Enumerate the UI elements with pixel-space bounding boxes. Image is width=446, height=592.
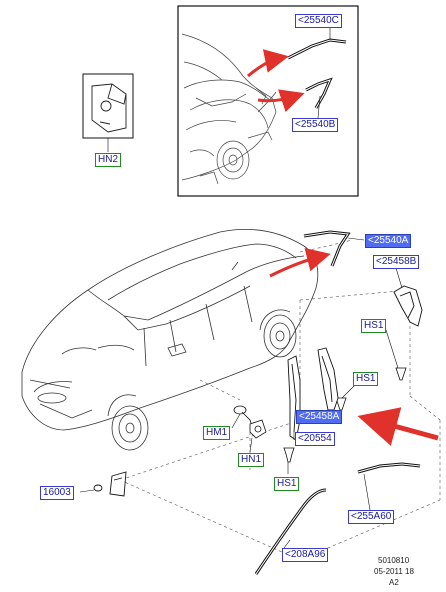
red-arrow-main bbox=[269, 247, 331, 278]
label-255A60[interactable]: <255A60 bbox=[348, 510, 395, 524]
convertible-car-sketch bbox=[181, 33, 277, 185]
label-25540C[interactable]: <25540C bbox=[295, 14, 342, 28]
label-hn2[interactable]: HN2 bbox=[95, 153, 122, 167]
label-16003[interactable]: 16003 bbox=[40, 486, 74, 500]
footer-line-2: 05-2011 18 bbox=[374, 567, 414, 576]
red-arrow-large bbox=[357, 407, 439, 446]
label-25458B[interactable]: <25458B bbox=[373, 255, 420, 269]
hn2-bracket-sketch bbox=[91, 83, 127, 133]
label-25540A[interactable]: <25540A bbox=[365, 234, 412, 248]
red-arrow-top-1 bbox=[247, 49, 289, 78]
label-25458A[interactable]: <25458A bbox=[296, 410, 343, 424]
part-25540A-outline bbox=[303, 230, 351, 267]
red-arrow-top-2 bbox=[257, 89, 305, 113]
label-hs1-middle[interactable]: HS1 bbox=[353, 372, 379, 386]
label-hs1-upper[interactable]: HS1 bbox=[361, 319, 387, 333]
footer-line-1: 5010810 bbox=[378, 556, 410, 565]
label-25540B[interactable]: <25540B bbox=[292, 118, 339, 132]
label-208A96[interactable]: <208A96 bbox=[282, 548, 329, 562]
part-25458A-outline bbox=[317, 347, 339, 411]
footer-line-3: A2 bbox=[389, 578, 399, 587]
label-hn1[interactable]: HN1 bbox=[238, 453, 265, 467]
hn1-nut bbox=[249, 419, 267, 439]
label-20554[interactable]: <20554 bbox=[295, 432, 335, 446]
label-hs1-lower[interactable]: HS1 bbox=[274, 477, 300, 491]
hs1-clip-3 bbox=[283, 447, 295, 463]
part-16003-outline bbox=[93, 471, 127, 497]
part-25458B-outline bbox=[393, 285, 423, 327]
part-20554-outline bbox=[287, 355, 301, 441]
detail-view-frame bbox=[177, 5, 359, 197]
hm1-bolt bbox=[233, 405, 253, 427]
part-25540C-outline bbox=[287, 38, 347, 60]
label-hm1[interactable]: HM1 bbox=[203, 426, 231, 440]
sedan-car-sketch bbox=[21, 228, 319, 451]
hs1-clip-1 bbox=[395, 367, 407, 381]
